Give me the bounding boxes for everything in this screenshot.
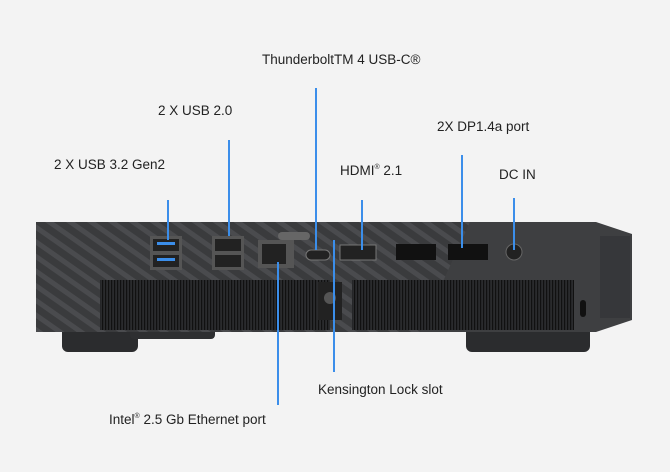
kensington-slot [580, 300, 586, 317]
ports [150, 232, 523, 270]
hdmi-text: HDMI [340, 163, 375, 178]
ethernet-brand: Intel [109, 412, 135, 427]
label-dcin: DC IN [499, 167, 536, 182]
label-dp: 2X DP1.4a port [437, 119, 530, 134]
registered-mark: ® [374, 164, 380, 171]
label-hdmi: HDMI® 2.1 [340, 163, 402, 178]
label-thunderbolt: ThunderboltTM 4 USB-C® [262, 52, 421, 67]
registered-mark: ® [134, 413, 140, 420]
ethernet-desc: 2.5 Gb Ethernet port [139, 412, 266, 427]
label-ethernet: Intel® 2.5 Gb Ethernet port [109, 412, 266, 427]
leader-lines [167, 88, 515, 405]
label-kensington: Kensington Lock slot [318, 382, 443, 397]
label-usb32: 2 X USB 3.2 Gen2 [54, 157, 166, 172]
hdmi-version: 2.1 [379, 163, 403, 178]
label-usb20: 2 X USB 2.0 [158, 103, 233, 118]
